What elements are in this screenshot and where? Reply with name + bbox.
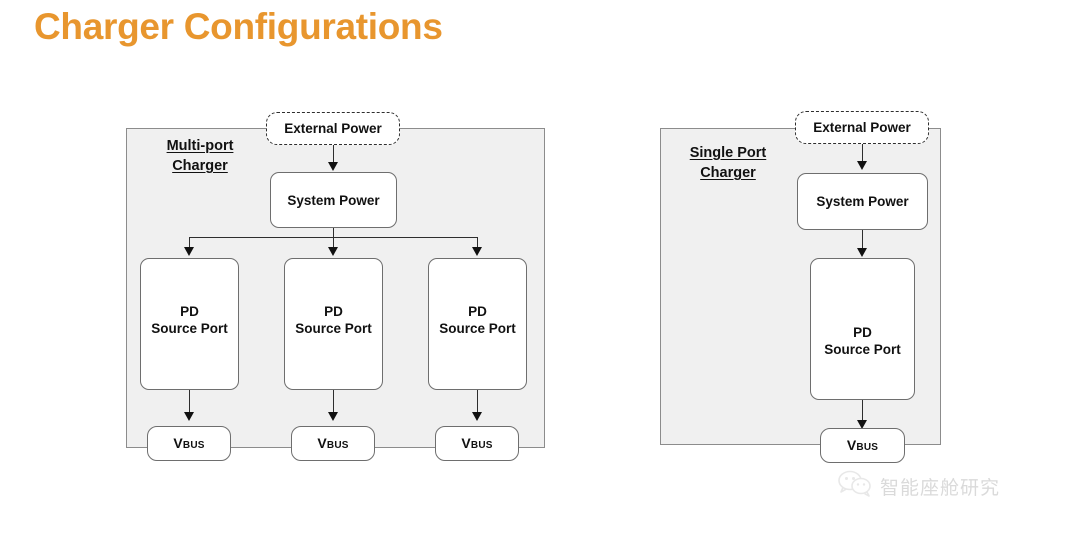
connector-bus-to-pd-1	[189, 237, 190, 249]
arrowhead-pd-3	[472, 247, 482, 256]
connector-pd1-to-vbus1	[189, 390, 190, 414]
node-pd-source-port-3: PD Source Port	[428, 258, 527, 390]
connector-pd2-to-vbus2	[333, 390, 334, 414]
node-pd-source-port-2: PD Source Port	[284, 258, 383, 390]
node-external-power-single: External Power	[795, 111, 929, 144]
arrowhead-vbus-3	[472, 412, 482, 421]
connector-bus-to-pd-2	[333, 237, 334, 249]
arrowhead-vbus-single	[857, 420, 867, 429]
panel-multi-port-charger-label: Multi-port Charger	[166, 138, 234, 174]
connector-pd-to-vbus-single	[862, 400, 863, 422]
node-vbus-3: Vbus	[435, 426, 519, 461]
node-external-power-multi: External Power	[266, 112, 400, 145]
connector-extpower-to-syspower-single	[862, 144, 863, 163]
watermark: 智能座舱研究	[838, 470, 1000, 503]
arrowhead-vbus-2	[328, 412, 338, 421]
watermark-text: 智能座舱研究	[880, 478, 1001, 499]
panel-single-port-charger-label: Single Port Charger	[689, 145, 767, 181]
arrowhead-syspower-single	[857, 161, 867, 170]
node-vbus-single: Vbus	[820, 428, 905, 463]
connector-pd3-to-vbus3	[477, 390, 478, 414]
arrowhead-pd-2	[328, 247, 338, 256]
connector-extpower-to-syspower-multi	[333, 145, 334, 164]
arrowhead-vbus-1	[184, 412, 194, 421]
node-pd-source-port-single: PD Source Port	[810, 258, 915, 400]
connector-syspower-to-pd-single	[862, 230, 863, 250]
arrowhead-syspower-multi	[328, 162, 338, 171]
node-vbus-1: Vbus	[147, 426, 231, 461]
arrowhead-pd-single	[857, 248, 867, 257]
node-vbus-2: Vbus	[291, 426, 375, 461]
connector-bus-to-pd-3	[477, 237, 478, 249]
page-title: Charger Configurations	[34, 6, 443, 47]
node-pd-source-port-1: PD Source Port	[140, 258, 239, 390]
node-system-power-multi: System Power	[270, 172, 397, 228]
wechat-logo-icon	[838, 470, 872, 503]
node-system-power-single: System Power	[797, 173, 928, 230]
connector-syspower-to-bus-multi	[333, 228, 334, 237]
arrowhead-pd-1	[184, 247, 194, 256]
